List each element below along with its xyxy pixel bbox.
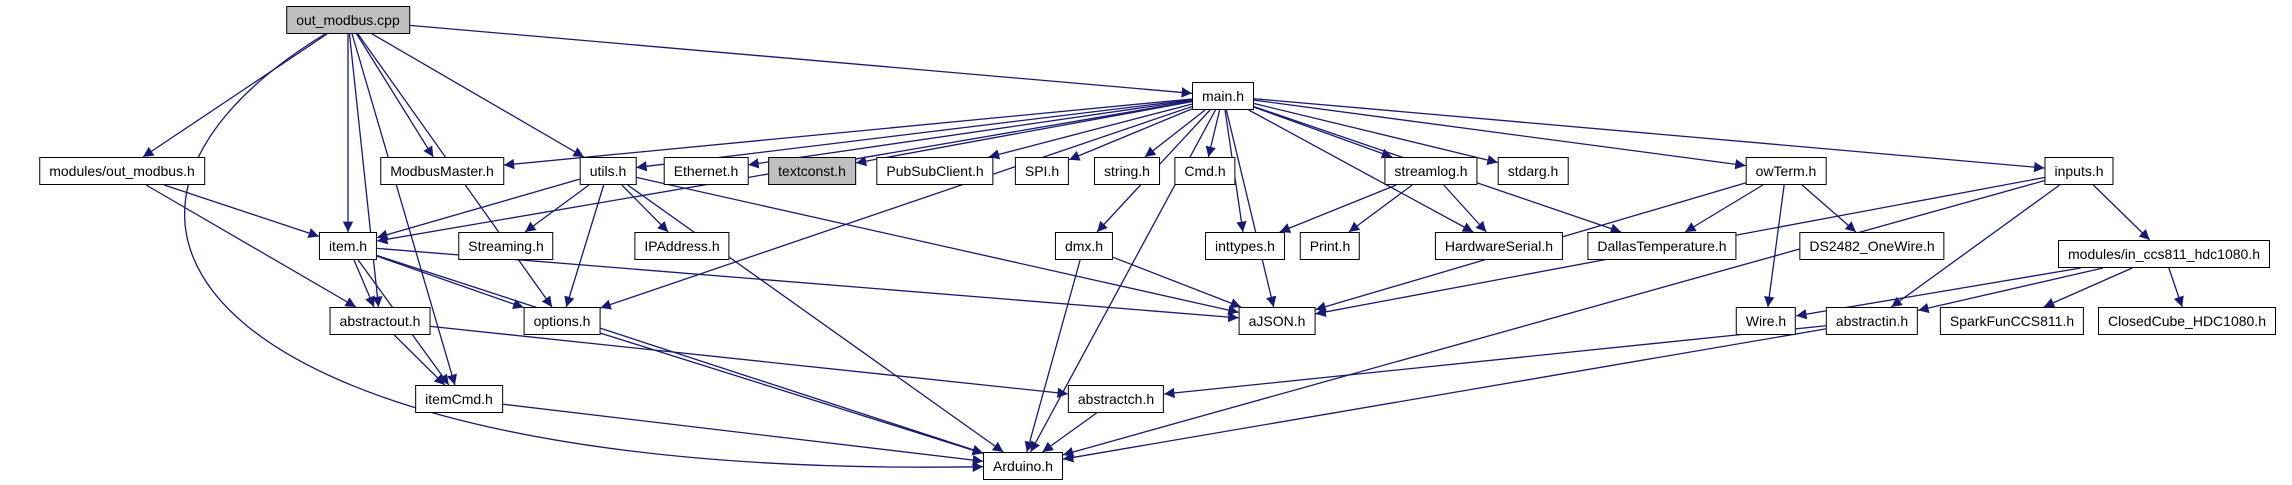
edge-utils_h-to-item_h — [376, 178, 580, 240]
node-ds2482_onewire_h[interactable]: DS2482_OneWire.h — [1799, 232, 1945, 260]
edge-dmx_h-to-ajson_h — [1112, 256, 1242, 309]
edge-main_h-to-owterm_h — [1253, 99, 1746, 170]
edge-out_modbus_cpp-to-main_h — [409, 24, 1193, 98]
edge-in_ccs811_h-to-closedcube_h — [2168, 267, 2184, 308]
edge-abstractout_h-to-abstractch_h — [430, 325, 1068, 398]
node-main_h[interactable]: main.h — [1191, 82, 1255, 110]
node-in_ccs811_h[interactable]: modules/in_ccs811_hdc1080.h — [2058, 240, 2270, 268]
node-streaming_h[interactable]: Streaming.h — [458, 232, 554, 260]
node-pubsubclient_h[interactable]: PubSubClient.h — [876, 157, 994, 185]
node-closedcube_h[interactable]: ClosedCube_HDC1080.h — [2098, 307, 2276, 335]
edge-main_h-to-ethernet_h — [748, 99, 1193, 169]
edge-abstractin_h-to-abstractch_h — [1164, 325, 1826, 399]
node-ethernet_h[interactable]: Ethernet.h — [663, 157, 749, 185]
node-abstractch_h[interactable]: abstractch.h — [1067, 385, 1165, 413]
node-stdarg_h[interactable]: stdarg.h — [1497, 157, 1569, 185]
edge-main_h-to-ajson_h — [1225, 109, 1277, 308]
edge-main_h-to-inputs_h — [1253, 98, 2045, 173]
edge-out_modbus_cpp-to-abstractout_h — [348, 33, 383, 308]
edge-modules_out_modbus_h-to-item_h — [163, 184, 320, 239]
node-ipaddress_h[interactable]: IPAddress.h — [634, 232, 730, 260]
node-owterm_h[interactable]: owTerm.h — [1745, 157, 1827, 185]
node-spi_h[interactable]: SPI.h — [1014, 157, 1070, 185]
edge-main_h-to-pubsubclient_h — [988, 103, 1193, 160]
edge-out_modbus_cpp-to-arduino_h — [184, 33, 984, 473]
edge-inputs_h-to-abstractin_h — [1890, 184, 2061, 308]
edge-main_h-to-utils_h — [636, 99, 1193, 172]
edge-streamlog_h-to-inttypes_h — [1279, 184, 1397, 233]
edge-in_ccs811_h-to-sparkfunccs811_h — [2043, 267, 2133, 308]
edge-utils_h-to-arduino_h — [627, 184, 1004, 453]
node-hardwareserial_h[interactable]: HardwareSerial.h — [1434, 232, 1564, 260]
node-textconst_h[interactable]: textconst.h — [768, 157, 856, 185]
edge-main_h-to-hardwareserial_h — [1248, 109, 1474, 233]
node-print_h[interactable]: Print.h — [1299, 232, 1361, 260]
node-out_modbus_cpp[interactable]: out_modbus.cpp — [286, 6, 410, 34]
node-wire_h[interactable]: Wire.h — [1735, 307, 1797, 335]
edge-main_h-to-string_h — [1144, 109, 1206, 158]
edge-owterm_h-to-wire_h — [1764, 184, 1785, 308]
node-inputs_h[interactable]: inputs.h — [2044, 157, 2114, 185]
edge-modules_out_modbus_h-to-abstractout_h — [145, 184, 357, 308]
edge-out_modbus_cpp-to-modules_out_modbus_h — [142, 33, 328, 158]
edge-owterm_h-to-dallastemperature_h — [1684, 184, 1764, 233]
edge-main_h-to-spi_h — [1068, 108, 1193, 161]
edge-utils_h-to-streaming_h — [524, 184, 590, 233]
edge-itemcmd_h-to-arduino_h — [502, 403, 984, 466]
node-dmx_h[interactable]: dmx.h — [1054, 232, 1114, 260]
edge-main_h-to-options_h — [600, 105, 1193, 310]
edge-utils_h-to-ipaddress_h — [621, 184, 669, 233]
edge-inputs_h-to-arduino_h — [1062, 180, 2045, 458]
edge-inputs_h-to-in_ccs811_h — [2092, 184, 2151, 241]
node-item_h[interactable]: item.h — [318, 232, 378, 260]
edge-streamlog_h-to-print_h — [1348, 184, 1413, 233]
edge-main_h-to-stdarg_h — [1253, 102, 1498, 166]
edge-utils_h-to-options_h — [564, 184, 605, 308]
node-arduino_h[interactable]: Arduino.h — [983, 452, 1063, 480]
node-abstractout_h[interactable]: abstractout.h — [329, 307, 431, 335]
node-utils_h[interactable]: utils.h — [579, 157, 637, 185]
edge-in_ccs811_h-to-abstractin_h — [1918, 267, 2104, 314]
edge-main_h-to-modbusmaster_h — [503, 98, 1193, 170]
node-options_h[interactable]: options.h — [523, 307, 601, 335]
node-streamlog_h[interactable]: streamlog.h — [1384, 157, 1478, 185]
node-ajson_h[interactable]: aJSON.h — [1238, 307, 1316, 335]
edge-options_h-to-arduino_h — [600, 332, 984, 456]
edge-main_h-to-cmd_h — [1205, 109, 1221, 158]
edge-dmx_h-to-arduino_h — [1024, 259, 1081, 453]
edge-main_h-to-streamlog_h — [1253, 106, 1393, 159]
node-string_h[interactable]: string.h — [1094, 157, 1160, 185]
edge-out_modbus_cpp-to-modbusmaster_h — [356, 33, 434, 158]
edge-item_h-to-arduino_h — [376, 254, 984, 455]
node-dallastemperature_h[interactable]: DallasTemperature.h — [1587, 232, 1737, 260]
node-itemcmd_h[interactable]: itemCmd.h — [415, 385, 503, 413]
node-modbusmaster_h[interactable]: ModbusMaster.h — [380, 157, 504, 185]
node-cmd_h[interactable]: Cmd.h — [1174, 157, 1236, 185]
edge-abstractout_h-to-itemcmd_h — [393, 334, 446, 386]
edge-streamlog_h-to-hardwareserial_h — [1443, 184, 1487, 233]
edge-main_h-to-textconst_h — [855, 101, 1193, 167]
edge-item_h-to-abstractout_h — [353, 259, 375, 308]
edge-abstractin_h-to-arduino_h — [1062, 328, 1826, 463]
edge-owterm_h-to-ds2482_onewire_h — [1801, 184, 1857, 233]
edge-utils_h-to-ajson_h — [636, 176, 1239, 316]
edge-abstractch_h-to-arduino_h — [1042, 412, 1097, 453]
edge-item_h-to-options_h — [376, 255, 524, 310]
node-abstractin_h[interactable]: abstractin.h — [1825, 307, 1919, 335]
node-modules_out_modbus_h[interactable]: modules/out_modbus.h — [39, 157, 205, 185]
node-inttypes_h[interactable]: inttypes.h — [1205, 232, 1285, 260]
edge-out_modbus_cpp-to-utils_h — [371, 33, 585, 158]
node-sparkfunccs811_h[interactable]: SparkFunCCS811.h — [1939, 307, 2085, 335]
